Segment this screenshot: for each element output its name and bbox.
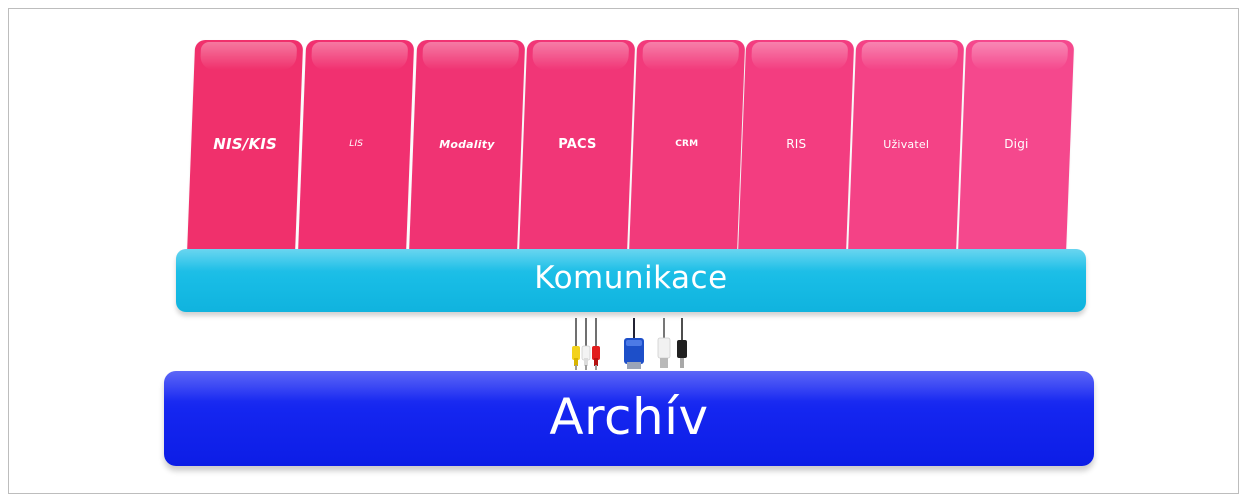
pillar-lis: LIS bbox=[298, 40, 415, 254]
archive-layer-label: Archív bbox=[549, 387, 709, 446]
communication-layer-label: Komunikace bbox=[534, 259, 728, 296]
pillar-crm: CRM bbox=[629, 40, 746, 254]
pillar-label: RIS bbox=[786, 137, 807, 151]
pillar-uzivatel: Uživatel bbox=[848, 40, 965, 254]
pillar-label: CRM bbox=[675, 139, 699, 149]
pillar-label: Uživatel bbox=[883, 137, 930, 151]
pillar-ris: RIS bbox=[738, 40, 855, 254]
pillar-nis-kis: NIS/KIS bbox=[187, 40, 304, 254]
pillar-label: PACS bbox=[558, 136, 597, 152]
pillar-label: Digi bbox=[1004, 137, 1029, 151]
pillar-label: NIS/KIS bbox=[213, 135, 278, 153]
communication-layer: Komunikace bbox=[176, 249, 1086, 312]
cable-connectors-icon bbox=[572, 318, 687, 370]
pillar-digi: Digi bbox=[958, 40, 1075, 254]
pillar-pacs: PACS bbox=[519, 40, 636, 254]
pillar-modality: Modality bbox=[409, 40, 526, 254]
pillar-label: LIS bbox=[349, 139, 364, 149]
archive-layer: Archív bbox=[164, 371, 1094, 466]
pillar-label: Modality bbox=[439, 137, 495, 151]
